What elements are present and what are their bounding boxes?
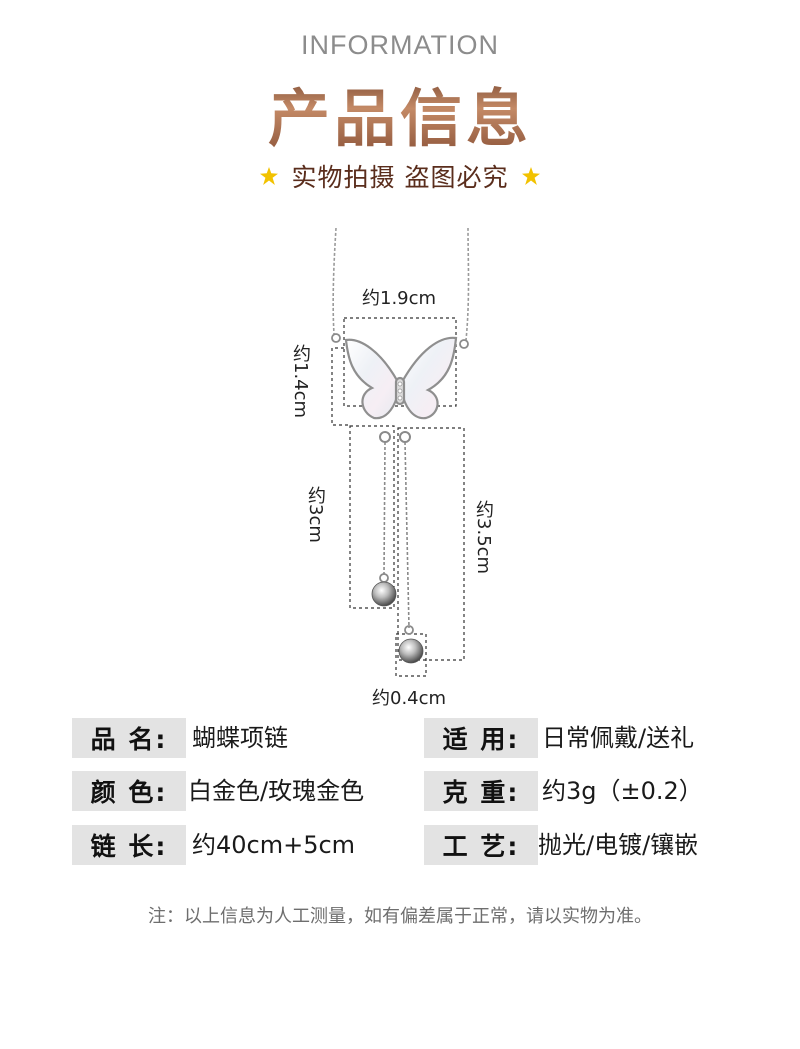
star-icon-left bbox=[259, 167, 278, 185]
bead-left bbox=[371, 581, 397, 607]
neck-chain-right bbox=[465, 227, 470, 341]
spec-craft-value: 抛光/电镀/镶嵌 bbox=[538, 831, 699, 859]
spec-usage-value: 日常佩戴/送礼 bbox=[542, 724, 695, 752]
dim-left-chain-label: 约3cm bbox=[305, 486, 326, 543]
header-en-title: INFORMATION bbox=[301, 30, 499, 60]
spec-name-value: 蝴蝶项链 bbox=[192, 724, 288, 752]
dim-right-chain-label: 约3.5cm bbox=[473, 500, 494, 575]
dim-height-label: 约1.4cm bbox=[290, 344, 311, 419]
disclaimer-note: 注：以上信息为人工测量，如有偏差属于正常，请以实物为准。 bbox=[148, 906, 652, 927]
spec-usage-label: 适 用: bbox=[424, 718, 538, 758]
spec-length-label: 链 长: bbox=[72, 825, 186, 865]
dangle-chain-left bbox=[383, 441, 386, 575]
star-icon-right bbox=[522, 167, 541, 185]
dim-width-label: 约1.9cm bbox=[362, 288, 437, 309]
dangle-chain-right bbox=[404, 441, 410, 629]
neck-chain-left bbox=[332, 227, 337, 335]
spec-weight-value: 约3g（±0.2） bbox=[542, 777, 703, 805]
spec-craft-label: 工 艺: bbox=[424, 825, 538, 865]
spec-row-3: 链 长: 约40cm+5cm 工 艺: 抛光/电镀/镶嵌 bbox=[72, 825, 732, 865]
spec-length-value: 约40cm+5cm bbox=[192, 831, 356, 859]
dimension-box-butterfly bbox=[331, 317, 457, 426]
spec-row-2: 颜 色: 白金色/玫瑰金色 克 重: 约3g（±0.2） bbox=[72, 771, 732, 811]
dimension-box-chains bbox=[349, 425, 465, 677]
spec-row-1: 品 名: 蝴蝶项链 适 用: 日常佩戴/送礼 bbox=[72, 718, 732, 758]
spec-color-value: 白金色/玫瑰金色 bbox=[188, 777, 365, 805]
product-illustration bbox=[331, 227, 470, 677]
spec-weight-label: 克 重: bbox=[424, 771, 538, 811]
bead-right bbox=[398, 638, 424, 664]
spec-name-label: 品 名: bbox=[72, 718, 186, 758]
spec-color-label: 颜 色: bbox=[72, 771, 186, 811]
slogan-row: 实物拍摄 盗图必究 bbox=[0, 158, 800, 194]
slogan-text: 实物拍摄 盗图必究 bbox=[291, 163, 509, 192]
dim-bead-label: 约0.4cm bbox=[372, 688, 447, 709]
header-cn-title: 产品信息 bbox=[0, 68, 800, 158]
